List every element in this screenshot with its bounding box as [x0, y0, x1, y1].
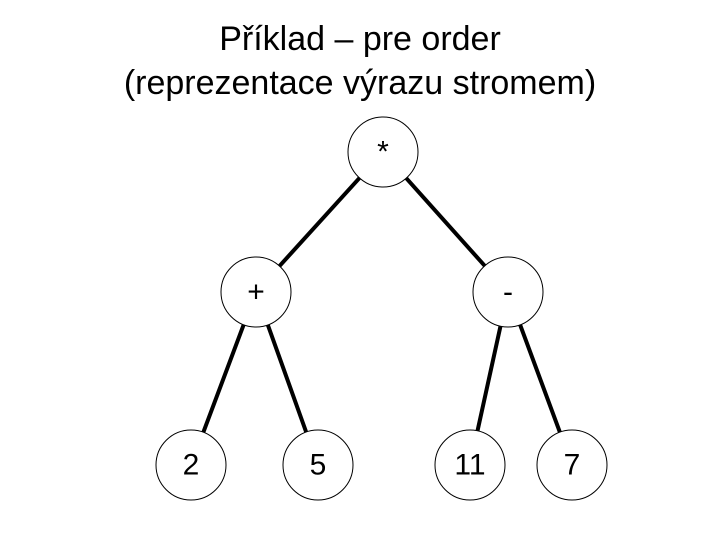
tree-node-label: + [247, 276, 265, 309]
tree-node-circle [434, 429, 506, 501]
tree-node-circle [472, 256, 544, 328]
tree-edge-minus-n11 [475, 323, 503, 434]
tree-edge-plus-n5 [265, 322, 309, 435]
tree-edge-root-plus [276, 175, 363, 269]
tree-nodes: * + - 2 5 11 7 [155, 116, 608, 501]
tree-node-minus: - [472, 256, 544, 328]
tree-edge-minus-n7 [517, 321, 563, 436]
tree-node-label: 2 [183, 449, 200, 482]
tree-node-label: 11 [454, 449, 485, 482]
tree-node-label: 5 [310, 449, 327, 482]
tree-node-label: * [377, 136, 389, 169]
tree-node-label: 7 [564, 449, 581, 482]
page-title-line-1: Příklad – pre order [219, 20, 501, 58]
tree-edge-root-minus [403, 175, 488, 269]
tree-node-circle [220, 256, 292, 328]
tree-edge-plus-n2 [201, 321, 246, 436]
tree-edges [201, 175, 563, 436]
tree-node-plus: + [220, 256, 292, 328]
tree-node-label: - [503, 276, 513, 309]
tree-node-n7: 7 [536, 429, 608, 501]
tree-node-n5: 5 [282, 429, 354, 501]
tree-node-n2: 2 [155, 429, 227, 501]
tree-node-circle [536, 429, 608, 501]
page-title-line-2: (reprezentace výrazu stromem) [123, 64, 597, 102]
tree-node-root: * [347, 116, 419, 188]
tree-node-circle [155, 429, 227, 501]
tree-node-n11: 11 [434, 429, 506, 501]
tree-node-circle [347, 116, 419, 188]
tree-node-circle [282, 429, 354, 501]
